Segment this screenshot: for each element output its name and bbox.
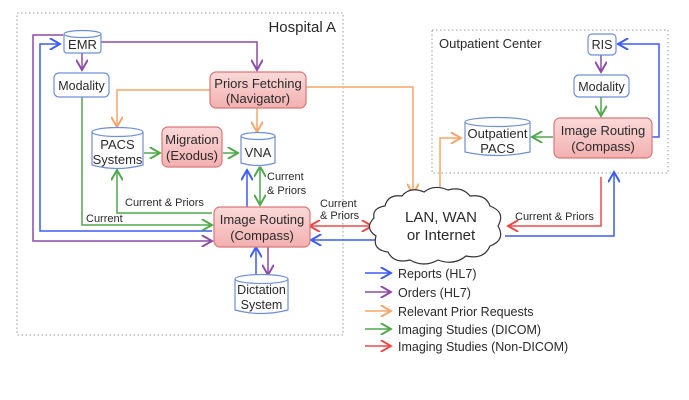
legend-item-non-dicom: Imaging Studies (Non-DICOM) (365, 340, 568, 354)
edge-emr-orders-to-routing (32, 34, 212, 241)
edge-modality-to-routing (81, 97, 212, 225)
outpatient-region: Outpatient Center (431, 29, 669, 174)
node-network-subtitle: or Internet (407, 227, 476, 244)
node-image-routing-outpatient-subtitle: (Compass) (571, 139, 635, 154)
hospital-region: Hospital A (16, 12, 344, 336)
node-priors-fetching-subtitle: (Navigator) (226, 91, 290, 106)
node-modality-outpatient[interactable]: Modality (573, 74, 630, 98)
node-pacs-systems[interactable]: PACS Systems (91, 126, 144, 170)
node-modality-outpatient-label: Modality (578, 80, 625, 94)
edge-priors-to-network (306, 86, 413, 194)
node-outpatient-pacs-subtitle: PACS (480, 141, 515, 156)
node-ris[interactable]: RIS (587, 33, 617, 56)
hospital-region-label: Hospital A (268, 19, 336, 36)
legend-label-orders: Orders (HL7) (398, 286, 471, 300)
edge-priors-to-pacs (117, 89, 210, 127)
legend-item-reports: Reports (HL7) (365, 267, 477, 281)
node-pacs-systems-title: PACS (100, 137, 135, 152)
legend-item-dicom: Imaging Studies (DICOM) (365, 323, 541, 337)
edge-reports-to-emr (39, 44, 212, 232)
outpatient-region-label: Outpatient Center (439, 36, 542, 51)
node-vna-label: VNA (245, 145, 272, 160)
legend-label-prior-requests: Relevant Prior Requests (398, 305, 533, 319)
label-outpatient-current-priors: Current & Priors (515, 211, 594, 223)
node-outpatient-pacs-title: Outpatient (468, 126, 528, 141)
legend: Reports (HL7) Orders (HL7) Relevant Prio… (365, 267, 568, 354)
node-emr[interactable]: EMR (63, 29, 102, 54)
node-priors-fetching[interactable]: Priors Fetching (Navigator) (209, 71, 307, 109)
label-net-current: Current (320, 198, 357, 210)
node-ris-label: RIS (592, 38, 613, 52)
node-dictation-title: Dictation (237, 283, 286, 297)
node-pacs-systems-subtitle: Systems (93, 152, 143, 167)
node-image-routing-hospital[interactable]: Image Routing (Compass) (213, 206, 311, 248)
edge-routing-to-pacs (117, 170, 212, 214)
node-modality-hospital-label: Modality (58, 79, 105, 93)
node-image-routing-hospital-subtitle: (Compass) (230, 228, 294, 243)
node-migration-title: Migration (165, 132, 218, 147)
label-vna-current: Current (267, 171, 304, 183)
node-modality-hospital[interactable]: Modality (53, 72, 110, 98)
edge-outpatient-routing-to-network (508, 177, 602, 226)
edge-outpatient-reports-to-ris (618, 44, 660, 138)
node-dictation-subtitle: System (241, 298, 283, 312)
label-net-priors: & Priors (320, 210, 360, 222)
legend-label-non-dicom: Imaging Studies (Non-DICOM) (398, 340, 568, 354)
node-image-routing-outpatient-title: Image Routing (561, 123, 646, 138)
legend-item-prior-requests: Relevant Prior Requests (365, 305, 533, 319)
node-vna[interactable]: VNA (240, 131, 276, 167)
label-current: Current (86, 213, 123, 225)
node-image-routing-outpatient[interactable]: Image Routing (Compass) (553, 117, 653, 159)
label-vna-priors: & Priors (267, 185, 307, 197)
edge-network-to-outpatient-routing (505, 172, 614, 237)
edge-emr-to-priors (101, 41, 257, 70)
node-dictation-system[interactable]: Dictation System (234, 273, 289, 315)
node-priors-fetching-title: Priors Fetching (214, 76, 301, 91)
node-migration-subtitle: (Exodus) (166, 148, 218, 163)
node-image-routing-hospital-title: Image Routing (220, 212, 305, 227)
legend-item-orders: Orders (HL7) (365, 286, 471, 300)
node-network-title: LAN, WAN (405, 209, 477, 226)
legend-label-dicom: Imaging Studies (DICOM) (398, 323, 541, 337)
edge-network-to-outpatient-pacs (439, 138, 461, 195)
node-outpatient-pacs[interactable]: Outpatient PACS (464, 116, 531, 157)
node-network-cloud[interactable]: LAN, WAN or Internet (368, 186, 502, 265)
node-migration[interactable]: Migration (Exodus) (161, 126, 223, 168)
legend-label-reports: Reports (HL7) (398, 267, 477, 281)
node-emr-label: EMR (68, 37, 97, 52)
label-pacs-current-priors: Current & Priors (125, 197, 204, 209)
